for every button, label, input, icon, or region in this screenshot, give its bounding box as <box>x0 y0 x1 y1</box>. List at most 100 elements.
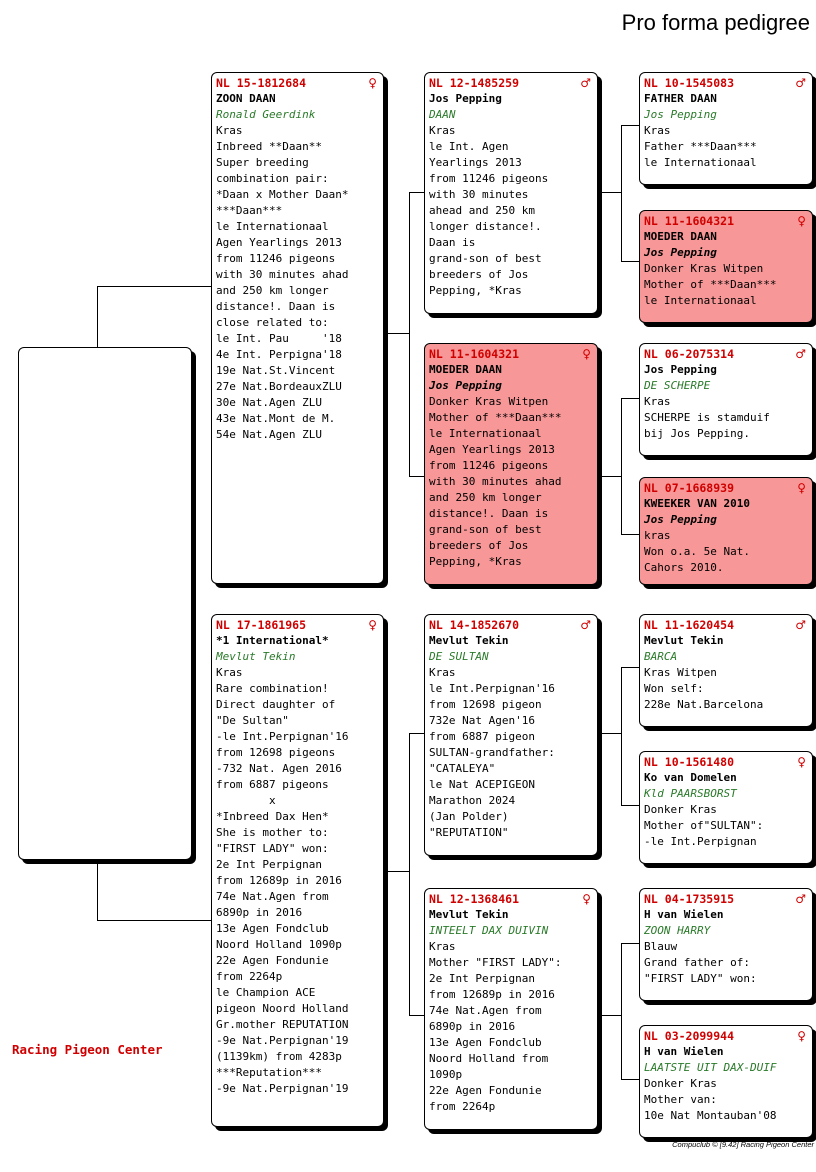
ring-number: NL 15-1812684 <box>216 76 307 90</box>
pedigree-note-line: Kras <box>429 666 456 679</box>
pedigree-note-line: 13e Agen Fondclub <box>216 922 329 935</box>
ring-number: NL 06-2075314 <box>644 347 735 361</box>
card-header: NL 15-1812684♀ <box>216 75 379 91</box>
pedigree-note-line: from 11246 pigeons <box>429 459 549 472</box>
connector-line <box>598 476 621 477</box>
male-icon: ♂ <box>795 892 806 906</box>
pigeon-name: Mevlut Tekin <box>429 908 509 921</box>
pedigree-note-line: from 12698 pigeon <box>429 698 542 711</box>
pigeon-name: FATHER DAAN <box>644 92 717 105</box>
pedigree-note-line: Donker Kras <box>644 1077 717 1090</box>
pedigree-note-line: Gr.mother REPUTATION <box>216 1018 349 1031</box>
pedigree-note-line: Kras <box>216 124 243 137</box>
pedigree-note-line: 2e Int Perpignan <box>216 858 322 871</box>
connector-line <box>621 667 622 805</box>
pedigree-note-line: combination pair: <box>216 172 329 185</box>
female-icon: ♀ <box>797 755 806 769</box>
ring-number: NL 12-1485259 <box>429 76 520 90</box>
subject-pigeon-card[interactable] <box>18 347 192 860</box>
ring-number: NL 11-1620454 <box>644 618 735 632</box>
pedigree-note-line: from 2264p <box>216 970 283 983</box>
pedigree-note-line: 2e Int Perpignan <box>429 972 535 985</box>
pedigree-note-line: "De Sultan" <box>216 714 289 727</box>
pigeon-owner: Mevlut Tekin <box>216 650 296 663</box>
pedigree-note-line: longer distance!. <box>429 220 542 233</box>
pedigree-note-line: le Nat ACEPIGEON <box>429 778 535 791</box>
pedigree-note-line: Won self: <box>644 682 704 695</box>
pedigree-note-line: Inbreed **Daan** <box>216 140 322 153</box>
pedigree-note-line: Marathon 2024 <box>429 794 516 807</box>
pedigree-note-line: SULTAN-grandfather: <box>429 746 555 759</box>
pedigree-note-line: "REPUTATION" <box>429 826 509 839</box>
female-icon: ♀ <box>797 214 806 228</box>
pigeon-name: H van Wielen <box>644 1045 724 1058</box>
pedigree-note-line: grand-son of best <box>429 523 542 536</box>
pigeon-owner: Kld PAARSBORST <box>644 787 737 800</box>
pedigree-note-line: "FIRST LADY" won: <box>644 972 757 985</box>
pedigree-note-line: 6890p in 2016 <box>429 1020 516 1033</box>
pigeon-card-dam[interactable]: NL 17-1861965♀*1 International*Mevlut Te… <box>211 614 384 1127</box>
card-header: NL 04-1735915 ♂ <box>644 891 808 907</box>
connector-line <box>409 1015 424 1016</box>
pedigree-note-line: le Internationaal <box>429 427 542 440</box>
connector-line <box>598 192 621 193</box>
pedigree-note-line: from 12689p in 2016 <box>216 874 342 887</box>
pedigree-note-line: Donker Kras <box>644 803 717 816</box>
pedigree-note-line: Pepping, *Kras <box>429 555 522 568</box>
pedigree-note-line: Kras <box>429 124 456 137</box>
pedigree-note-line: (Jan Polder) <box>429 810 509 823</box>
footer-credit: Compuclub © [9.42] Racing Pigeon Center <box>672 1140 814 1149</box>
connector-line <box>621 398 639 399</box>
pigeon-owner: LAATSTE UIT DAX-DUIF <box>644 1061 777 1074</box>
card-header: NL 11-1604321♀ <box>429 346 593 362</box>
pedigree-note-line: 22e Agen Fondunie <box>429 1084 542 1097</box>
female-icon: ♀ <box>582 892 591 906</box>
pedigree-note-line: ***Reputation*** <box>216 1066 322 1079</box>
pedigree-note-line: *Inbreed Dax Hen* <box>216 810 329 823</box>
pedigree-note-line: "FIRST LADY" won: <box>216 842 329 855</box>
pedigree-note-line: Mother "FIRST LADY": <box>429 956 562 969</box>
pedigree-note-line: Blauw <box>644 940 678 953</box>
male-icon: ♂ <box>795 76 806 90</box>
pigeon-owner: ZOON HARRY <box>644 924 711 937</box>
pigeon-owner: BARCA <box>644 650 678 663</box>
brand-label: Racing Pigeon Center <box>12 1042 163 1057</box>
pedigree-note-line: le Champion ACE <box>216 986 316 999</box>
pigeon-name: MOEDER DAAN <box>429 363 502 376</box>
card-header: NL 12-1485259♂ <box>429 75 593 91</box>
pedigree-note-line: 54e Nat.Agen ZLU <box>216 428 322 441</box>
pigeon-owner: Jos Pepping <box>644 246 717 259</box>
pigeon-name: Ko van Domelen <box>644 771 737 784</box>
card-header: NL 10-1561480♀ <box>644 754 808 770</box>
pedigree-note-line: Father ***Daan*** <box>644 140 757 153</box>
page-title: Pro forma pedigree <box>621 10 810 35</box>
pigeon-owner: Jos Pepping <box>644 513 717 526</box>
card-header: NL 03-2099944♀ <box>644 1028 808 1044</box>
pedigree-note-line: from 6887 pigeons <box>216 778 329 791</box>
pigeon-name: H van Wielen <box>644 908 724 921</box>
ring-number: NL 04-1735915 <box>644 892 735 906</box>
pedigree-note-line: le Int. Pau '18 <box>216 332 342 345</box>
pedigree-note-line: 22e Agen Fondunie <box>216 954 329 967</box>
ring-number: NL 11-1604321 <box>429 347 520 361</box>
pedigree-note-line: "CATALEYA" <box>429 762 496 775</box>
pedigree-note-line: le Int.Perpignan'16 <box>429 682 555 695</box>
female-icon: ♀ <box>797 481 806 495</box>
connector-line <box>384 871 409 872</box>
pedigree-note-line: distance!. Daan is <box>216 300 336 313</box>
pigeon-name: Mevlut Tekin <box>429 634 509 647</box>
pedigree-note-line: *Daan x Mother Daan* <box>216 188 349 201</box>
